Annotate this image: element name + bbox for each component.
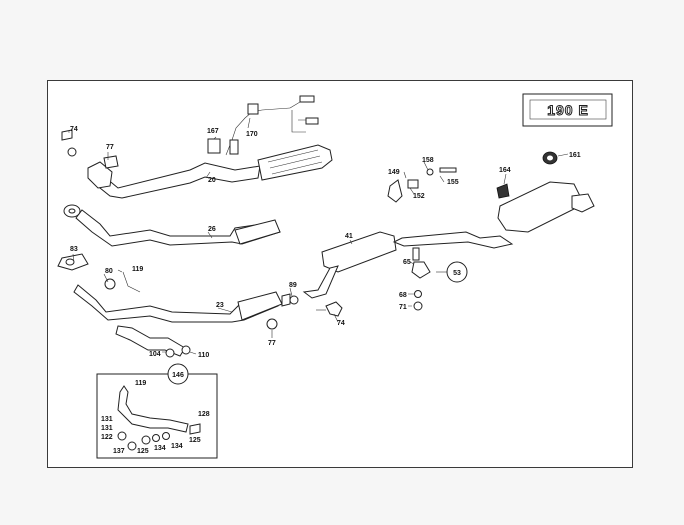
callout-53: 53 [436, 261, 468, 283]
clamp-set[interactable] [411, 247, 431, 311]
pipe-bracket[interactable] [115, 325, 191, 358]
callout-numbers: 74 77 167 170 20 26 83 80 119 23 89 77 7… [70, 126, 581, 455]
label-20: 20 [208, 177, 216, 184]
leader-lines [68, 117, 569, 355]
label-137: 137 [113, 448, 125, 455]
label-110: 110 [198, 352, 209, 359]
rear-hangers[interactable] [387, 167, 457, 203]
label-125b: 125 [137, 448, 149, 455]
label-83: 83 [70, 246, 78, 253]
connection-hardware[interactable] [61, 129, 343, 330]
label-149: 149 [388, 169, 400, 176]
front-pipe-lower[interactable] [57, 253, 283, 323]
label-104: 104 [149, 351, 161, 358]
front-pipe-middle[interactable] [63, 204, 281, 247]
label-74b: 74 [337, 320, 345, 327]
label-80: 80 [105, 268, 113, 275]
label-158: 158 [422, 157, 434, 164]
label-71: 71 [399, 304, 407, 311]
label-53: 53 [453, 270, 461, 277]
label-134b: 134 [154, 445, 166, 452]
label-119b: 119 [135, 380, 146, 387]
label-77a: 77 [106, 144, 114, 151]
label-167: 167 [207, 128, 219, 135]
label-68: 68 [399, 292, 407, 299]
rear-muffler[interactable] [496, 151, 595, 233]
label-122: 122 [101, 434, 113, 441]
label-74a: 74 [70, 126, 78, 133]
label-161: 161 [569, 152, 581, 159]
label-164: 164 [499, 167, 511, 174]
label-170: 170 [246, 131, 258, 138]
label-125a: 125 [189, 437, 201, 444]
front-pipe-with-catalyst[interactable] [87, 144, 333, 199]
label-119a: 119 [132, 266, 143, 273]
inset-kit-box [96, 373, 218, 459]
label-65: 65 [403, 259, 411, 266]
label-77b: 77 [268, 340, 276, 347]
label-23: 23 [216, 302, 224, 309]
label-131a: 131 [101, 416, 113, 423]
label-41: 41 [345, 233, 353, 240]
label-155: 155 [447, 179, 459, 186]
label-128: 128 [198, 411, 210, 418]
model-badge-text: 190 E [547, 102, 589, 118]
label-26: 26 [208, 226, 216, 233]
callout-146: 146 [167, 363, 189, 385]
label-131b: 131 [101, 425, 113, 432]
label-152: 152 [413, 193, 425, 200]
oxygen-sensor[interactable] [207, 95, 319, 156]
model-badge: 190 E [522, 93, 613, 127]
label-89: 89 [289, 282, 297, 289]
label-134a: 134 [171, 443, 183, 450]
center-muffler[interactable] [302, 231, 514, 299]
label-146: 146 [172, 372, 184, 379]
